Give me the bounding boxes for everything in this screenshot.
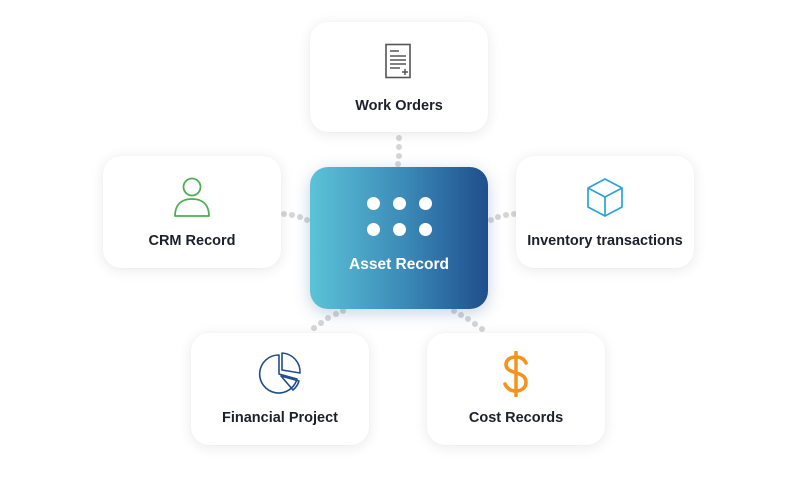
financial-project-label: Financial Project [221,410,339,426]
work-orders-label: Work Orders [355,98,443,114]
cube-icon [584,175,626,219]
app-grid-icon [366,196,432,236]
financial-project-card: Financial Project [191,333,369,445]
inventory-transactions-label: Inventory transactions [527,233,683,249]
dollar-icon [501,351,531,397]
crm-record-card: CRM Record [103,156,281,268]
connector-financial-project [311,308,346,331]
work-orders-card: Work Orders [310,22,488,132]
user-icon [171,175,213,219]
asset-record-hub: Asset Record [310,167,488,309]
crm-record-label: CRM Record [148,233,236,249]
inventory-transactions-card: Inventory transactions [516,156,694,268]
connector-inventory [488,211,517,223]
document-icon [384,40,414,84]
cost-records-label: Cost Records [468,410,564,426]
connector-cost-records [451,308,485,332]
pie-chart-icon [257,352,303,396]
connector-work-orders [395,135,402,167]
connector-crm-record [281,211,310,223]
asset-record-label: Asset Record [349,255,449,273]
cost-records-card: Cost Records [427,333,605,445]
